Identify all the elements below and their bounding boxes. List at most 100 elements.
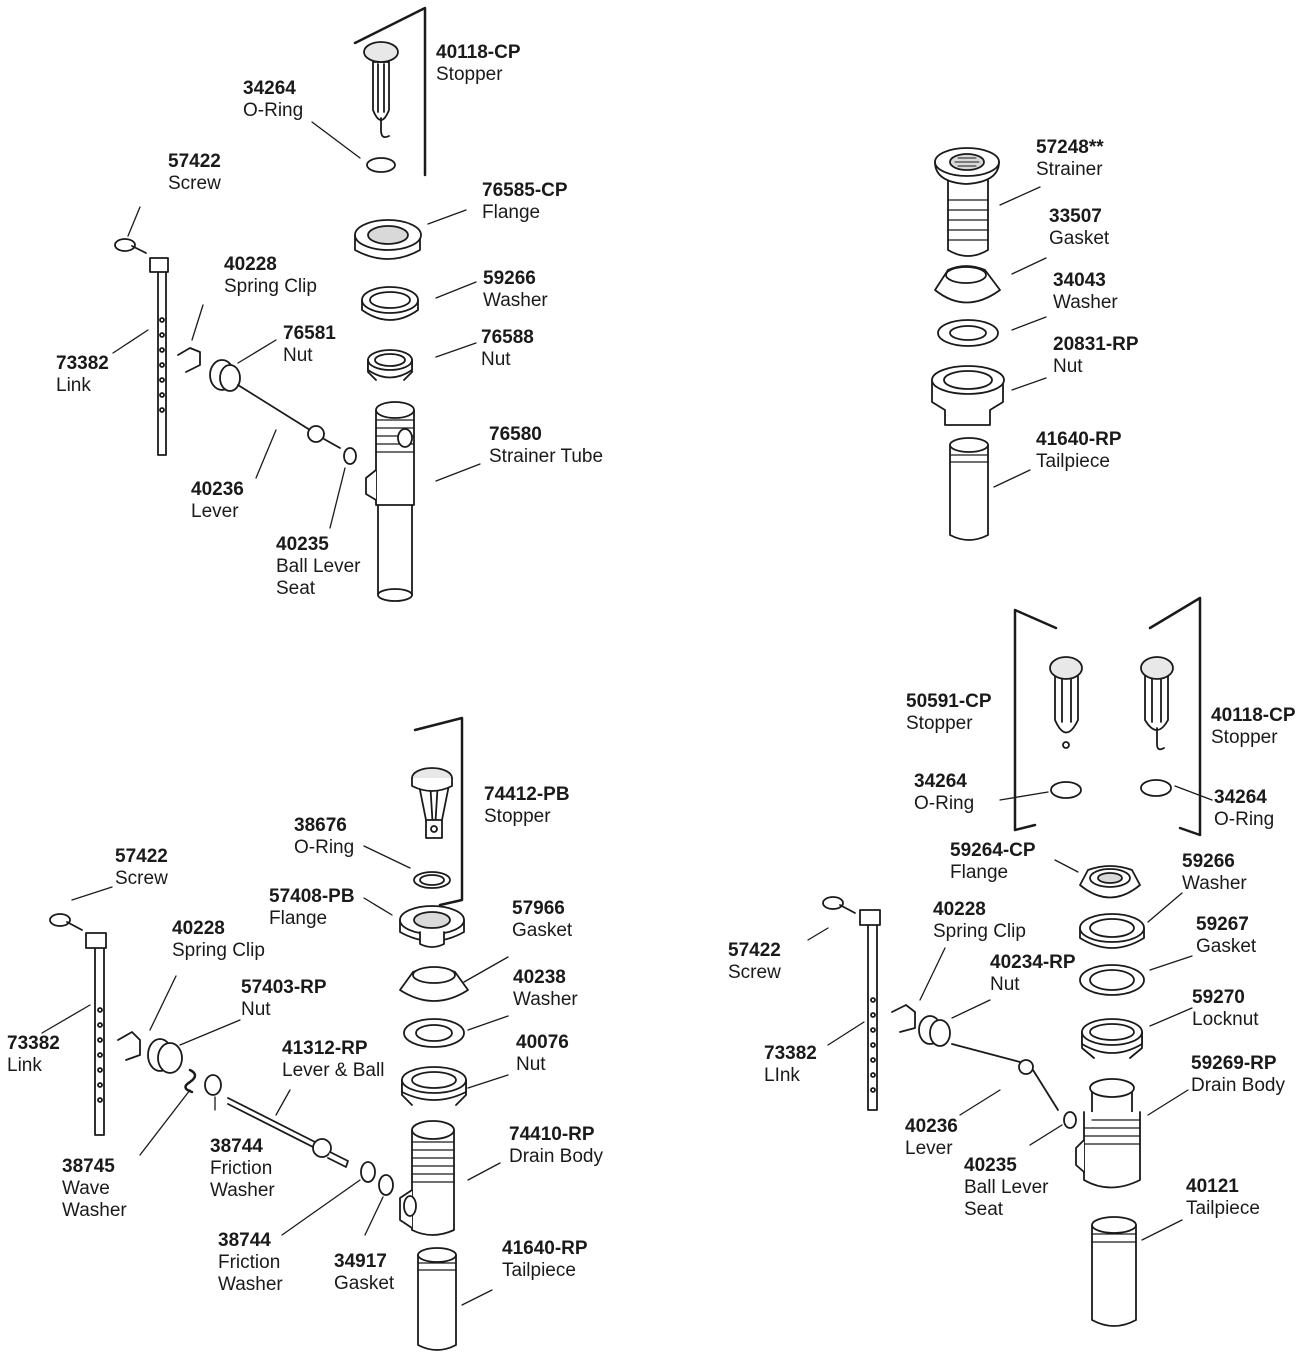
spring-clip-part-4	[891, 1004, 916, 1033]
tailpiece-part-3	[417, 1247, 457, 1351]
label-a2-strainer: 57248**Strainer	[1036, 137, 1104, 180]
nut-part	[367, 349, 413, 381]
link-part-3	[85, 932, 107, 1136]
assembly-3-drawing	[41, 716, 509, 1351]
lever-nut-part	[209, 359, 241, 392]
stopper-part	[363, 41, 399, 139]
leader-lines-4	[807, 785, 1213, 1241]
friction-washer-part	[204, 1074, 222, 1096]
washer-part-4	[1079, 913, 1145, 949]
nut-part-2	[931, 365, 1005, 426]
washer-part-3	[403, 1018, 465, 1048]
screw-part-4	[822, 896, 856, 914]
lever-part-4	[951, 1043, 1059, 1111]
stopper-left-part	[1049, 656, 1083, 749]
gasket-part-3	[399, 966, 469, 1002]
drain-body-part-3	[399, 1120, 455, 1236]
strainer-tube-part	[365, 401, 415, 602]
gasket-part-4	[1079, 964, 1145, 996]
link-part-4	[859, 909, 881, 1111]
leader-lines	[112, 121, 481, 529]
lever-part	[237, 384, 341, 449]
stopper-part-3	[411, 767, 453, 839]
o-ring-part	[366, 157, 396, 173]
flange-part-4	[1079, 865, 1141, 899]
wave-washer-part	[184, 1068, 197, 1094]
lever-nut-part-4	[918, 1015, 951, 1047]
tailpiece-part	[949, 437, 989, 541]
nut-part-3	[401, 1066, 467, 1106]
ball-seat-part	[343, 447, 357, 465]
screw-part	[114, 238, 147, 254]
link-part	[149, 257, 169, 456]
lever-ball-part	[227, 1097, 349, 1168]
gasket-part	[934, 265, 1001, 304]
locknut-part-4	[1081, 1018, 1143, 1059]
assembly-1-drawing	[112, 6, 481, 602]
assembly-4-drawing	[807, 596, 1213, 1327]
leader-lines-3	[41, 845, 509, 1306]
drain-body-part-4	[1075, 1078, 1141, 1189]
washer-part	[361, 286, 419, 321]
lever-nut-part-3	[147, 1038, 183, 1074]
tailpiece-part-4	[1091, 1216, 1137, 1327]
assembly-2-drawing	[931, 147, 1047, 541]
stopper-right-part	[1140, 656, 1174, 751]
spring-clip-part-3	[117, 1031, 141, 1061]
washer-part-2	[937, 319, 999, 347]
strainer-part	[934, 147, 1000, 257]
spring-clip-part	[177, 347, 201, 373]
flange-part-3	[399, 905, 465, 948]
flange-part	[354, 219, 422, 260]
leader-lines-2	[993, 186, 1047, 488]
